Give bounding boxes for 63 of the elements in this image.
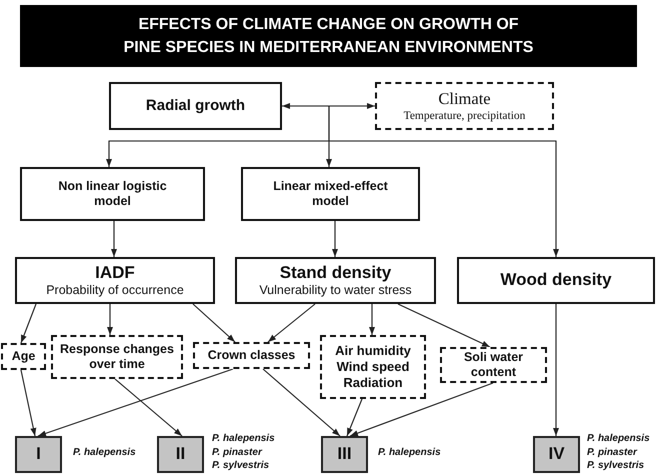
box-label: Radial growth <box>146 96 246 116</box>
result-box <box>533 436 580 473</box>
box-subtitle: Temperature, precipitation <box>404 109 526 124</box>
box-label: Wood density <box>500 270 612 291</box>
arrow <box>20 304 37 344</box>
arrow <box>328 106 559 257</box>
process-box <box>235 257 436 304</box>
box-label: Climate <box>438 88 491 110</box>
arrow <box>346 398 362 436</box>
box-label: Age <box>12 348 36 364</box>
arrow <box>268 304 316 342</box>
roman-numeral: III <box>337 444 352 465</box>
arrow <box>369 304 375 335</box>
species-label: P. pinaster <box>212 446 264 459</box>
arrow <box>111 221 117 257</box>
process-box <box>241 167 420 221</box>
roman-numeral: I <box>36 444 41 465</box>
arrow <box>350 382 494 437</box>
factor-box <box>440 347 547 383</box>
result-box <box>321 436 368 473</box>
arrow <box>332 221 338 257</box>
box-label: IADF <box>95 262 135 284</box>
arrow <box>262 368 340 436</box>
species-label: P. halepensis <box>73 446 136 460</box>
factor-box <box>320 335 426 399</box>
process-box <box>15 257 215 304</box>
arrow <box>107 304 113 335</box>
result-box <box>15 436 62 473</box>
box-label: Crown classes <box>208 348 296 364</box>
box-label: Stand density <box>280 262 392 284</box>
process-box <box>457 257 655 304</box>
arrow <box>20 370 36 436</box>
arrow <box>192 304 236 342</box>
factor-box <box>193 342 310 369</box>
species-label: P. halepensis <box>212 432 275 446</box>
factor-box <box>1 343 46 370</box>
box-label: Non linear logistic model <box>57 178 168 210</box>
factor-box <box>375 82 554 130</box>
box-subtitle: Vulnerability to water stress <box>259 283 412 298</box>
species-label: P. sylvestris <box>587 459 646 472</box>
species-label: P. pinaster <box>587 446 638 459</box>
title: EFFECTS OF CLIMATE CHANGE ON GROWTH OF PINE SPECIES IN MEDITERRANEAN ENVIRONMENTS <box>122 15 534 58</box>
factor-box <box>51 335 183 379</box>
factor-label: Radiation <box>343 374 403 391</box>
roman-numeral: IV <box>548 444 565 465</box>
box-subtitle: Probability of occurrence <box>46 283 184 298</box>
species-label: P. halepensis <box>587 432 650 446</box>
box-label: Soli water content <box>462 350 524 380</box>
process-box <box>20 167 205 221</box>
species-label: P. sylvestris <box>212 459 270 472</box>
arrow <box>398 304 490 348</box>
species-label: P. halepensis <box>378 446 441 460</box>
arrow <box>114 378 182 436</box>
arrow <box>38 368 234 437</box>
box-label: Response changes over time <box>59 342 175 372</box>
result-box <box>157 436 204 473</box>
box-label: Linear mixed-effect model <box>272 178 389 210</box>
process-box <box>109 82 282 130</box>
roman-numeral: II <box>176 444 186 465</box>
arrow <box>553 304 559 436</box>
double-arrow <box>282 103 375 109</box>
factor-label: Air humidity <box>335 343 411 360</box>
factor-label: Wind speed <box>336 359 410 375</box>
